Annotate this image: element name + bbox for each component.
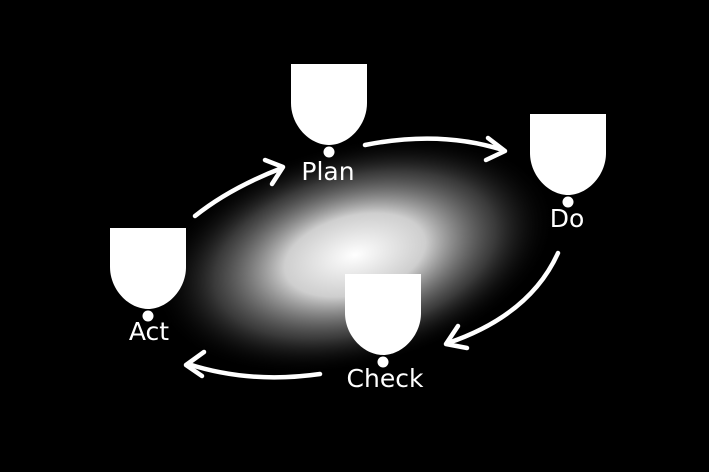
arrow-act-to-plan <box>192 157 286 219</box>
arrow-line <box>185 361 323 380</box>
shield-tip-dot <box>377 356 389 368</box>
arrow-head <box>483 135 508 163</box>
arrow-plan-to-do <box>362 135 508 163</box>
arrows <box>183 135 561 380</box>
stage-label-act: Act <box>129 317 169 346</box>
stage-act: Act <box>110 228 186 346</box>
arrow-head <box>443 323 470 351</box>
shield-icon <box>530 114 606 195</box>
arrow-line <box>445 250 561 346</box>
shield-icon <box>345 274 421 355</box>
stage-label-do: Do <box>550 204 585 233</box>
shield-tip-dot <box>562 196 574 208</box>
arrow-head <box>262 157 286 187</box>
arrow-head <box>183 349 207 379</box>
stage-check: Check <box>345 274 424 393</box>
stage-label-check: Check <box>347 364 424 393</box>
shield-tip-dot <box>142 310 154 322</box>
stage-plan: Plan <box>291 64 367 186</box>
shield-icon <box>110 228 186 309</box>
center-glow <box>154 135 556 375</box>
arrow-do-to-check <box>443 250 561 351</box>
shield-icon <box>291 64 367 145</box>
arrow-check-to-act <box>183 349 323 380</box>
stage-label-plan: Plan <box>301 157 354 186</box>
stage-do: Do <box>530 114 606 233</box>
shield-tip-dot <box>323 146 335 158</box>
arrow-line <box>192 165 285 219</box>
arrow-line <box>362 136 506 153</box>
